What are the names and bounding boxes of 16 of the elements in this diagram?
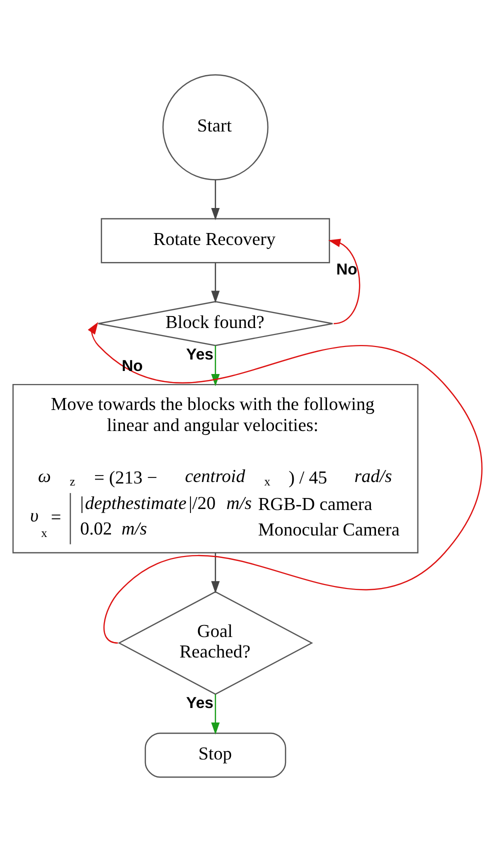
node-diamond: Goal Reached? (118, 591, 314, 695)
arrow (328, 238, 360, 324)
node-box: Rotate Recovery (100, 218, 330, 264)
arrow (211, 180, 220, 220)
arrow (88, 322, 482, 644)
arrow (211, 552, 220, 594)
arrow (211, 346, 220, 386)
edge-label: No (122, 358, 143, 376)
node-circle: Start (162, 74, 268, 180)
node-box: Stop (144, 732, 286, 778)
node-diamond: Block found? (98, 301, 334, 346)
edge-label: Yes (186, 346, 214, 364)
arrow (211, 694, 220, 735)
edge-label: No (336, 262, 358, 279)
edge-label: Yes (186, 694, 214, 712)
arrow (211, 263, 220, 303)
